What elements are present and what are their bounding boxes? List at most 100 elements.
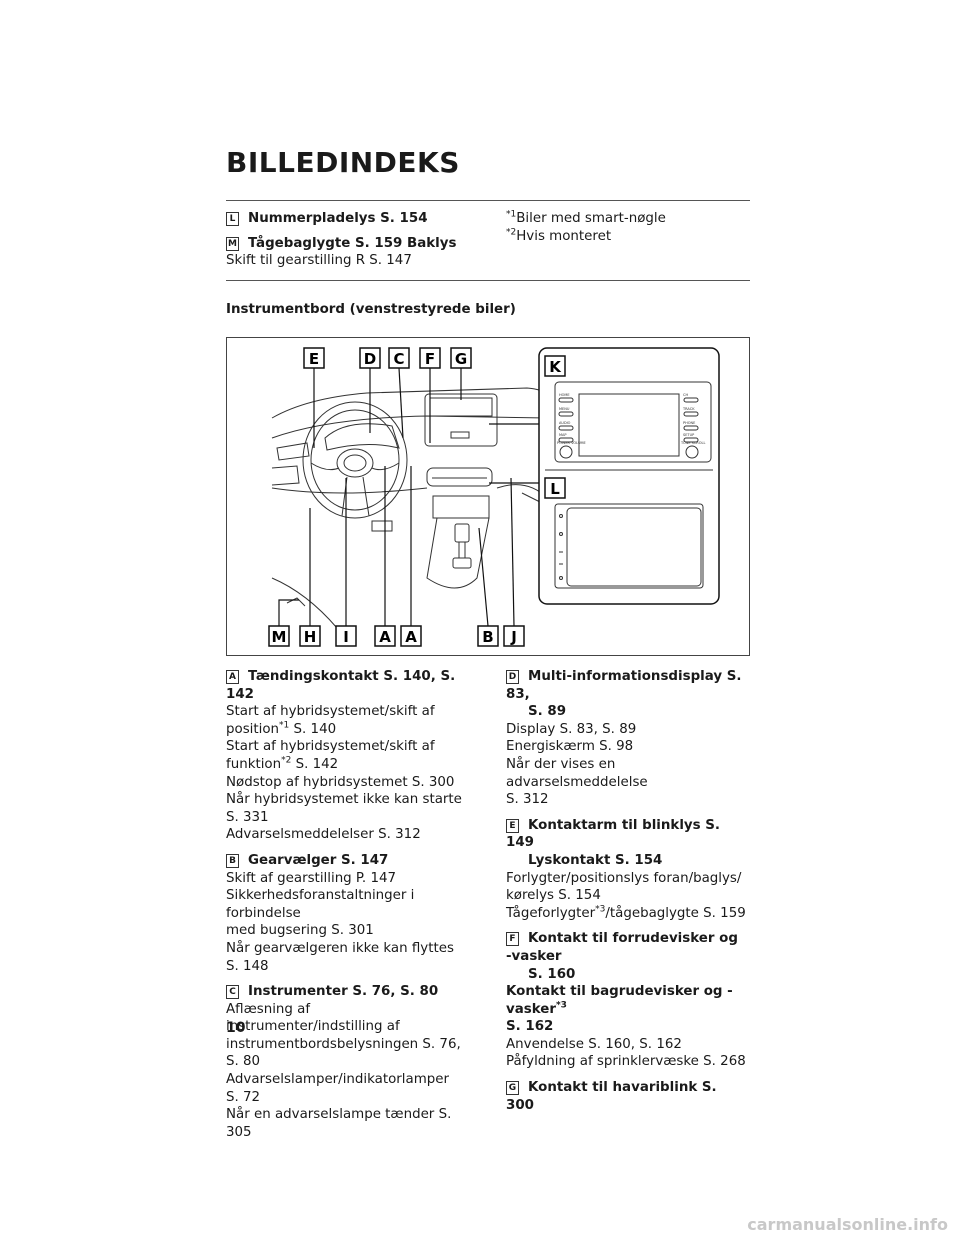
body-text: Start af hybridsystemet/skift af xyxy=(226,739,435,755)
detail-panel xyxy=(538,347,720,605)
body-text: Start af hybridsystemet/skift af xyxy=(226,704,435,720)
radio-btn-label: CH xyxy=(683,393,688,397)
body-text: S. 142 xyxy=(291,756,339,772)
body-text: Advarselslamper/indikatorlamper S. 72 xyxy=(226,1072,450,1105)
footnote-ref: *3 xyxy=(595,904,606,915)
radio-btn-label: SETUP xyxy=(683,433,694,437)
callout-badge: L xyxy=(226,212,239,226)
footnote-ref: *1 xyxy=(279,720,290,731)
callout-a: A xyxy=(405,628,417,646)
callout-badge: C xyxy=(226,985,239,1000)
callout-f: F xyxy=(425,350,435,368)
callout-badge: A xyxy=(226,670,239,684)
callout-c: C xyxy=(393,350,404,368)
callout-b: B xyxy=(482,628,493,646)
footnote-ref: *3 xyxy=(555,1000,567,1011)
body-text: Når hybridsystemet ikke kan starte S. 33… xyxy=(226,792,462,825)
radio-btn-label: TRACK xyxy=(682,407,695,411)
radio-btn-label: MENU xyxy=(559,407,570,411)
e-heading: Kontaktarm til blinklys S. 149 xyxy=(506,817,720,851)
callout-l: L xyxy=(550,480,560,498)
callout-badge: D xyxy=(506,670,519,684)
callout-d: D xyxy=(364,350,376,368)
body-text: Nødstop af hybridsystemet S. 300 xyxy=(226,774,455,790)
body-text: med bugsering S. 301 xyxy=(226,923,374,939)
c-heading: Instrumenter S. 76, S. 80 xyxy=(248,984,439,1000)
footnote-1: Biler med smart-nøgle xyxy=(516,211,666,226)
callouts-bottom: M H I A A B J xyxy=(268,625,525,647)
body-text: Når en advarselslampe tænder S. 305 xyxy=(226,1107,452,1140)
callout-i: I xyxy=(343,628,349,646)
body-text: /tågebaglygte S. 159 xyxy=(605,905,746,921)
f-heading-cont: S. 160 xyxy=(528,966,576,982)
body-text: S. 140 xyxy=(289,721,337,737)
section-rule xyxy=(226,280,750,281)
footnote-ref: *2 xyxy=(281,755,292,766)
body-text: Påfyldning af sprinklervæske S. 268 xyxy=(506,1054,746,1070)
d-heading-cont: S. 89 xyxy=(528,704,567,720)
page-number: 10 xyxy=(226,1020,246,1036)
body-text: kørelys S. 154 xyxy=(506,888,601,904)
f-heading-rear: Kontakt til bagrudevisker og -vasker xyxy=(506,984,733,1017)
top-left-block: L Nummerpladelys S. 154 M Tågebaglygte S. … xyxy=(226,210,486,270)
body-text: S. 312 xyxy=(506,792,549,808)
radio-btn-label: HOME xyxy=(559,393,570,397)
radio-btn-label: POWER VOLUME xyxy=(557,441,586,445)
callout-badge: G xyxy=(506,1081,519,1096)
footnote-mark: *2 xyxy=(506,227,517,238)
dashboard-drawing: E D C F G M H I A A B J xyxy=(268,347,720,647)
body-text: instrumentbordsbelysningen S. 76, S. 80 xyxy=(226,1036,461,1070)
top-rule xyxy=(226,200,750,201)
callout-badge: M xyxy=(226,236,239,251)
radio-btn-label: AUDIO xyxy=(559,421,571,425)
m-sub: Skift til gearstilling R S. 147 xyxy=(226,253,412,268)
footnotes: *1Biler med smart-nøgle *2Hvis monteret xyxy=(506,210,746,245)
body-text: Når der vises en advarselsmeddelelse xyxy=(506,756,648,790)
f-heading: Kontakt til forrudevisker og -vasker xyxy=(506,931,738,964)
body-text: Anvendelse S. 160, S. 162 xyxy=(506,1036,682,1052)
callout-j: J xyxy=(510,628,517,646)
g-heading: Kontakt til havariblink S. 300 xyxy=(506,1080,717,1113)
footnote-mark: *1 xyxy=(506,209,517,220)
callout-badge: F xyxy=(506,932,519,947)
d-heading: Multi-informationsdisplay S. 83, xyxy=(506,669,742,702)
body-text: Tågeforlygter xyxy=(506,905,596,921)
e-heading-cont: Lyskontakt S. 154 xyxy=(528,852,663,868)
page-title: BILLEDINDEKS xyxy=(226,146,460,179)
radio-btn-label: TUNE SCROLL xyxy=(680,441,705,445)
m-heading: Tågebaglygte S. 159 Baklys xyxy=(248,235,457,251)
callout-a: A xyxy=(379,628,391,646)
callout-k: K xyxy=(549,358,562,376)
body-text: Sikkerhedsforanstaltninger i forbindelse xyxy=(226,888,415,921)
l-heading: Nummerpladelys S. 154 xyxy=(248,211,428,226)
radio-btn-label: PHONE xyxy=(683,421,695,425)
callouts-top: E D C F G xyxy=(303,347,472,369)
audio-unit-k: HOME MENU AUDIO MAP POWER VOLUME CH TRAC… xyxy=(554,381,712,463)
body-text: Display S. 83, S. 89 xyxy=(506,721,637,737)
body-text: Energiskærm S. 98 xyxy=(506,739,634,755)
radio-btn-label: MAP xyxy=(559,433,567,437)
callout-m: M xyxy=(272,628,287,646)
callout-badge: E xyxy=(506,818,519,833)
body-text: position xyxy=(226,721,280,737)
body-text: Når gearvælgeren ikke kan flyttes S. 148 xyxy=(226,940,454,974)
watermark: carmanualsonline.info xyxy=(747,1215,948,1234)
callout-g: G xyxy=(455,350,467,368)
b-heading: Gearvælger S. 147 xyxy=(248,852,389,868)
body-text: Skift af gearstilling P. 147 xyxy=(226,870,396,886)
f-heading-rear-page: S. 162 xyxy=(506,1019,554,1035)
body-text: funktion xyxy=(226,756,282,772)
section-title: Instrumentbord (venstrestyrede biler) xyxy=(226,302,516,317)
a-heading: Tændingskontakt S. 140, S. 142 xyxy=(226,669,456,702)
callout-h: H xyxy=(304,628,317,646)
callout-badge: B xyxy=(226,853,239,868)
callout-e: E xyxy=(309,350,319,368)
body-text: Forlygter/positionslys foran/baglys/ xyxy=(506,870,742,886)
body-text: Advarselsmeddelelser S. 312 xyxy=(226,827,421,843)
footnote-2: Hvis monteret xyxy=(516,228,612,244)
display-unit-l xyxy=(554,503,704,589)
body-text: Aflæsning af instrumenter/indstilling af xyxy=(226,1001,400,1035)
dashboard-illustration: E D C F G M H I A A B J xyxy=(226,337,750,656)
